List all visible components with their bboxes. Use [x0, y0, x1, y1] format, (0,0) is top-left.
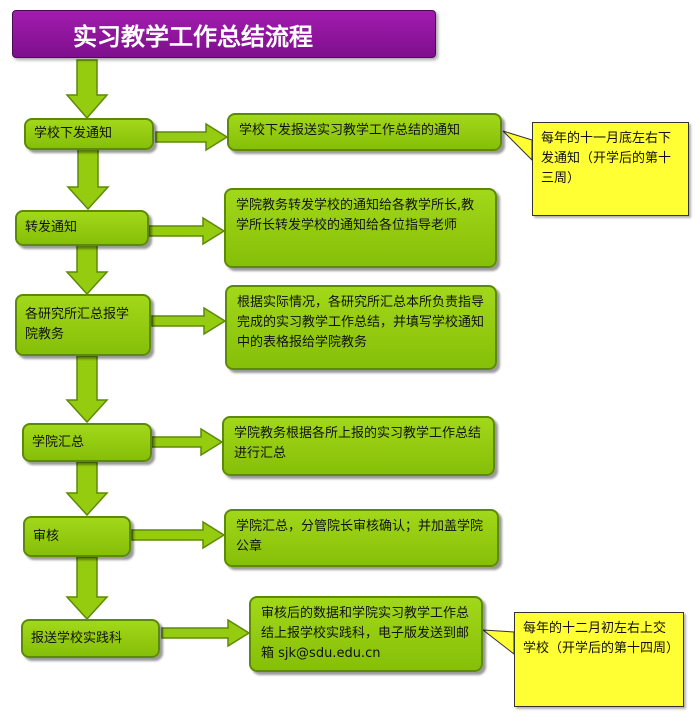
step-label: 各研究所汇总报学院教务 [25, 307, 130, 342]
arrow-down-4 [65, 461, 109, 517]
step-notify: 学校下发通知 [24, 118, 154, 150]
note-pointer-1 [502, 130, 533, 162]
desc-college-summary: 学院教务根据各所上报的实习教学工作总结进行汇总 [222, 416, 495, 476]
note-pointer-2 [481, 629, 515, 656]
arrow-right-2 [148, 216, 226, 246]
step-label: 转发通知 [25, 220, 78, 235]
arrow-right-6 [161, 618, 251, 648]
step-label: 审核 [33, 528, 60, 544]
step-college-summary: 学院汇总 [22, 423, 152, 462]
arrow-right-4 [151, 427, 224, 457]
timing-note-submit: 每年的十二月初左右上交学校（开学后的第十四周） [514, 612, 684, 707]
arrow-down-3 [65, 355, 109, 424]
desc-review: 学院汇总，分管院长审核确认；并加盖学院公章 [224, 509, 499, 567]
arrow-right-3 [151, 306, 227, 336]
page-title: 实习教学工作总结流程 [12, 10, 436, 58]
step-submit: 报送学校实践科 [21, 619, 160, 658]
step-label: 报送学校实践科 [31, 630, 123, 646]
desc-notify: 学校下发报送实习教学工作总结的通知 [227, 113, 502, 151]
arrow-right-1 [155, 122, 229, 152]
arrow-down-2 [65, 244, 109, 296]
arrow-down-5 [65, 556, 109, 621]
step-institute-summary: 各研究所汇总报学院教务 [15, 294, 151, 356]
desc-institute-summary: 根据实际情况，各研究所汇总本所负责指导完成的实习教学工作总结，并填写学校通知中的… [225, 285, 497, 370]
step-review: 审核 [23, 516, 131, 557]
step-forward: 转发通知 [15, 210, 149, 246]
arrow-down-title [65, 59, 109, 120]
step-label: 学校下发通知 [34, 126, 113, 141]
desc-forward: 学院教务转发学校的通知给各教学所长,教学所长转发学校的通知给各位指导老师 [224, 188, 497, 268]
desc-submit: 审核后的数据和学院实习教学工作总结上报学校实践科，电子版发送到邮箱 sjk@sd… [249, 596, 483, 672]
arrow-down-1 [66, 147, 110, 211]
step-label: 学院汇总 [32, 434, 85, 450]
arrow-right-5 [131, 520, 226, 550]
timing-note-notify: 每年的十一月底左右下发通知（开学后的第十三周） [532, 122, 689, 216]
